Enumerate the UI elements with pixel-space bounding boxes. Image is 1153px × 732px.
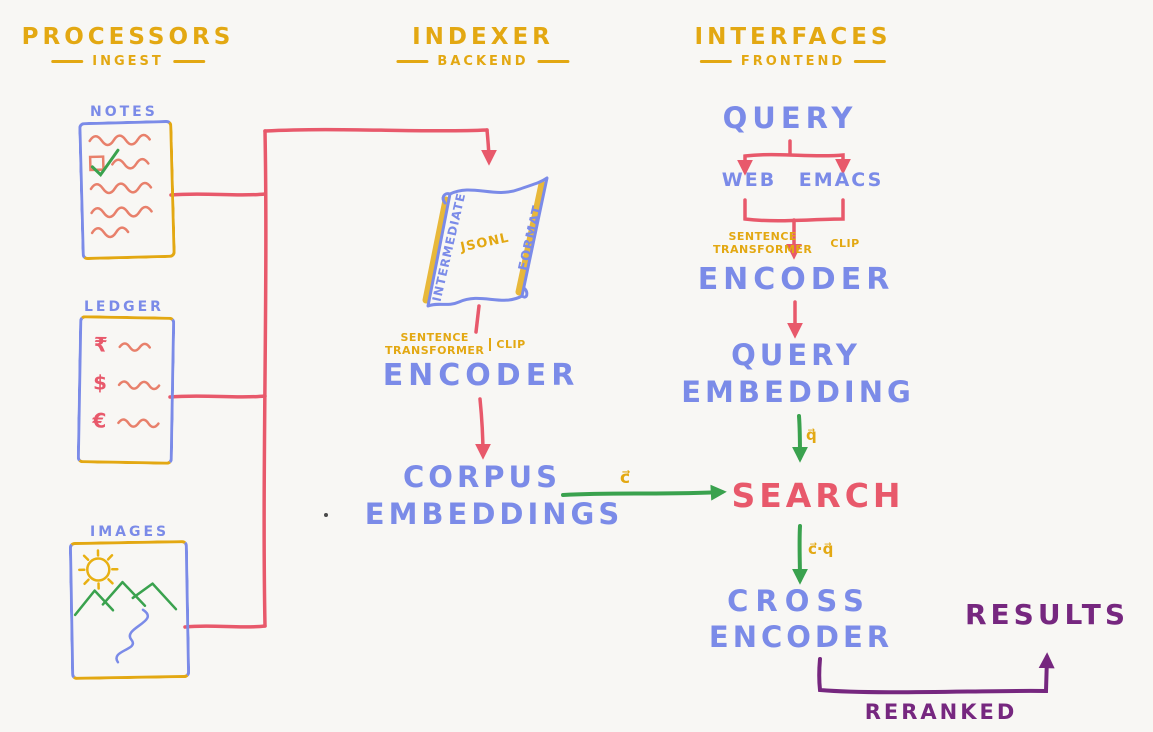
processors-column-title: PROCESSORS [21, 24, 235, 50]
indexer-column-title: INDEXER [412, 24, 554, 50]
rupee-icon: ₹ [93, 332, 108, 357]
emacs-node: EMACS [798, 169, 884, 191]
scroll-arrow [481, 128, 497, 166]
embedding-to-search-arrow [791, 414, 808, 463]
web-node: WEB [721, 169, 777, 191]
query-vector-label: q⃗ [806, 426, 817, 444]
results-node: RESULTS [964, 598, 1130, 631]
trunk-to-scroll [263, 127, 489, 133]
sentence-transformer-label: SENTENCE TRANSFORMER [385, 331, 484, 357]
jsonl-scroll-shape [422, 176, 549, 308]
frontend-encoder-model-label: SENTENCE TRANSFORMER CLIP [713, 230, 860, 256]
cross-to-results-arrow [817, 652, 1055, 695]
notes-scribbles-icon [88, 133, 153, 239]
notes-connector [169, 192, 267, 197]
dash-decoration [396, 60, 429, 63]
notes-label: NOTES [90, 104, 158, 120]
dash-decoration [172, 60, 205, 63]
check-icon [90, 148, 120, 177]
dash-decoration [854, 60, 887, 63]
river-icon [115, 608, 149, 664]
ledger-label: LEDGER [84, 299, 164, 315]
query-embedding-node-line1: QUERY [731, 338, 861, 372]
ledger-card: ₹ $ € [76, 315, 176, 465]
encoder-to-corpus-arrow [475, 397, 491, 460]
euro-icon: € [92, 408, 107, 433]
dash-decoration [699, 60, 732, 63]
corpus-to-search-arrow [561, 484, 727, 501]
corpus-vector-label: c⃗ [620, 468, 631, 488]
scroll-to-encoder-line [474, 304, 481, 334]
ledger-scribbles-icon [117, 342, 161, 429]
sentence-transformer-label: SENTENCE TRANSFORMER [713, 230, 812, 256]
clip-label: CLIP [496, 337, 526, 351]
ingest-connectors [168, 127, 851, 629]
mountains-icon [73, 580, 178, 617]
transformer-label: TRANSFORMER [385, 344, 485, 358]
ledger-connector [168, 394, 267, 399]
processors-column-subtitle: INGEST [51, 54, 205, 69]
query-branch-arrows [737, 152, 851, 176]
reranked-label: RERANKED [864, 700, 1018, 724]
divider [489, 337, 492, 351]
indexer-encoder-node: ENCODER [382, 358, 580, 393]
sentence-label: SENTENCE [400, 331, 469, 344]
ingest-trunk [262, 129, 268, 628]
cross-encoder-node-line2: ENCODER [708, 620, 894, 654]
interfaces-subtitle-label: FRONTEND [740, 54, 846, 69]
images-connector [183, 624, 267, 629]
transformer-label: TRANSFORMER [713, 243, 813, 257]
rerank-path [817, 652, 1055, 695]
sentence-label: SENTENCE [728, 230, 797, 243]
similarity-label: c⃗·q⃗ [808, 540, 834, 558]
notes-card [78, 119, 176, 261]
images-card [68, 539, 191, 681]
interfaces-column-title: INTERFACES [694, 24, 892, 50]
landscape-picture-icon [73, 549, 178, 664]
clip-label: CLIP [830, 236, 860, 250]
sun-icon [78, 549, 119, 590]
dash-decoration [51, 60, 84, 63]
indexer-encoder-model-label: SENTENCE TRANSFORMER CLIP [385, 331, 526, 357]
processors-subtitle-label: INGEST [92, 54, 164, 69]
similarity-arrows [561, 414, 808, 585]
frontend-encoder-node: ENCODER [697, 262, 895, 297]
dollar-icon: $ [92, 370, 108, 395]
indexer-subtitle-label: BACKEND [437, 54, 529, 69]
query-node: QUERY [722, 101, 858, 135]
corpus-embeddings-node-line2: EMBEDDINGS [364, 497, 624, 531]
corpus-embeddings-node-line1: CORPUS [403, 460, 561, 494]
indexer-column-subtitle: BACKEND [396, 54, 570, 69]
images-label: IMAGES [90, 524, 170, 540]
search-node: SEARCH [731, 476, 905, 515]
scroll-center-label: JSONL [459, 230, 511, 256]
cross-encoder-node-line1: CROSS [727, 584, 871, 618]
interfaces-column-subtitle: FRONTEND [699, 54, 887, 69]
query-embedding-node-line2: EMBEDDING [681, 375, 915, 409]
ink-dot [324, 513, 328, 517]
dash-decoration [537, 60, 570, 63]
scroll-right-label: FORMAT [516, 203, 546, 273]
